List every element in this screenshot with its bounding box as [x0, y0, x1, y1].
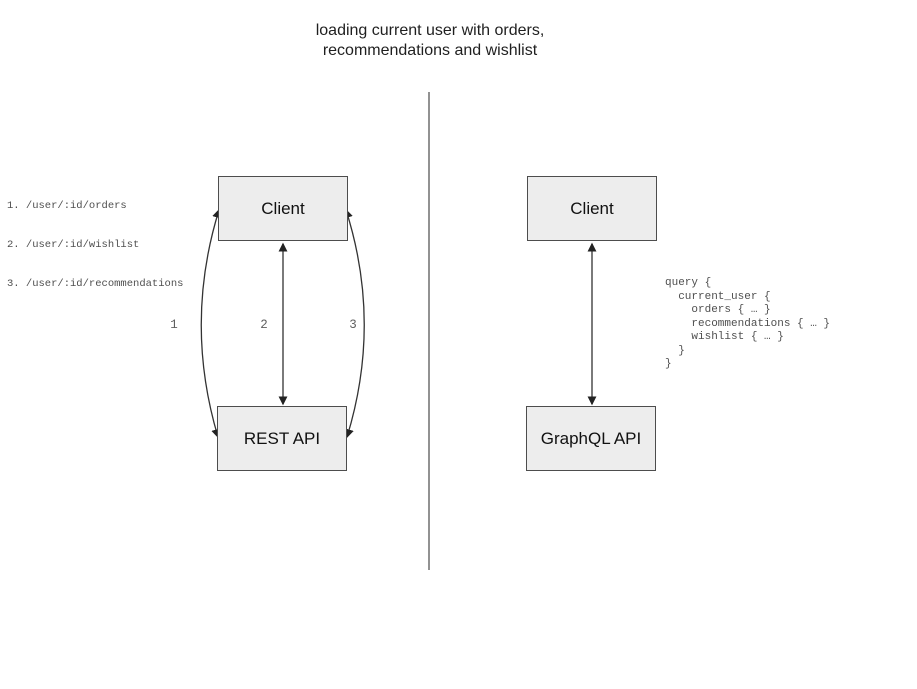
diagram-title-line1: loading current user with orders, [315, 22, 545, 39]
diagram-title-line2: recommendations and wishlist [322, 42, 538, 59]
rest-arrow-3-curve [344, 208, 365, 439]
diagram-title: loading current user with orders, recomm… [0, 21, 860, 61]
rest-arrow-2-label: 2 [260, 318, 268, 332]
rest-arrow-1-curve [200, 208, 222, 439]
rest-arrow-3-label: 3 [349, 318, 357, 332]
rest-api-node: REST API [217, 406, 347, 471]
rest-client-node-label: Client [261, 198, 305, 218]
rest-endpoint-recommendations: 3. /user/:id/recommendations [7, 278, 184, 290]
rest-endpoint-orders: 1. /user/:id/orders [7, 200, 127, 212]
rest-endpoint-list: 1. /user/:id/orders 2. /user/:id/wishlis… [7, 174, 183, 317]
rest-api-node-label: REST API [243, 428, 321, 448]
rest-endpoint-wishlist: 2. /user/:id/wishlist [7, 239, 140, 251]
graphql-query-snippet: query { current_user { orders { … } reco… [665, 277, 831, 370]
graphql-api-node: GraphQL API [526, 406, 656, 471]
graphql-api-node-label: GraphQL API [540, 428, 642, 448]
graphql-client-node: Client [527, 176, 657, 241]
graphql-client-node-label: Client [570, 198, 614, 218]
rest-client-node: Client [218, 176, 348, 241]
rest-arrow-1-label: 1 [170, 318, 178, 332]
